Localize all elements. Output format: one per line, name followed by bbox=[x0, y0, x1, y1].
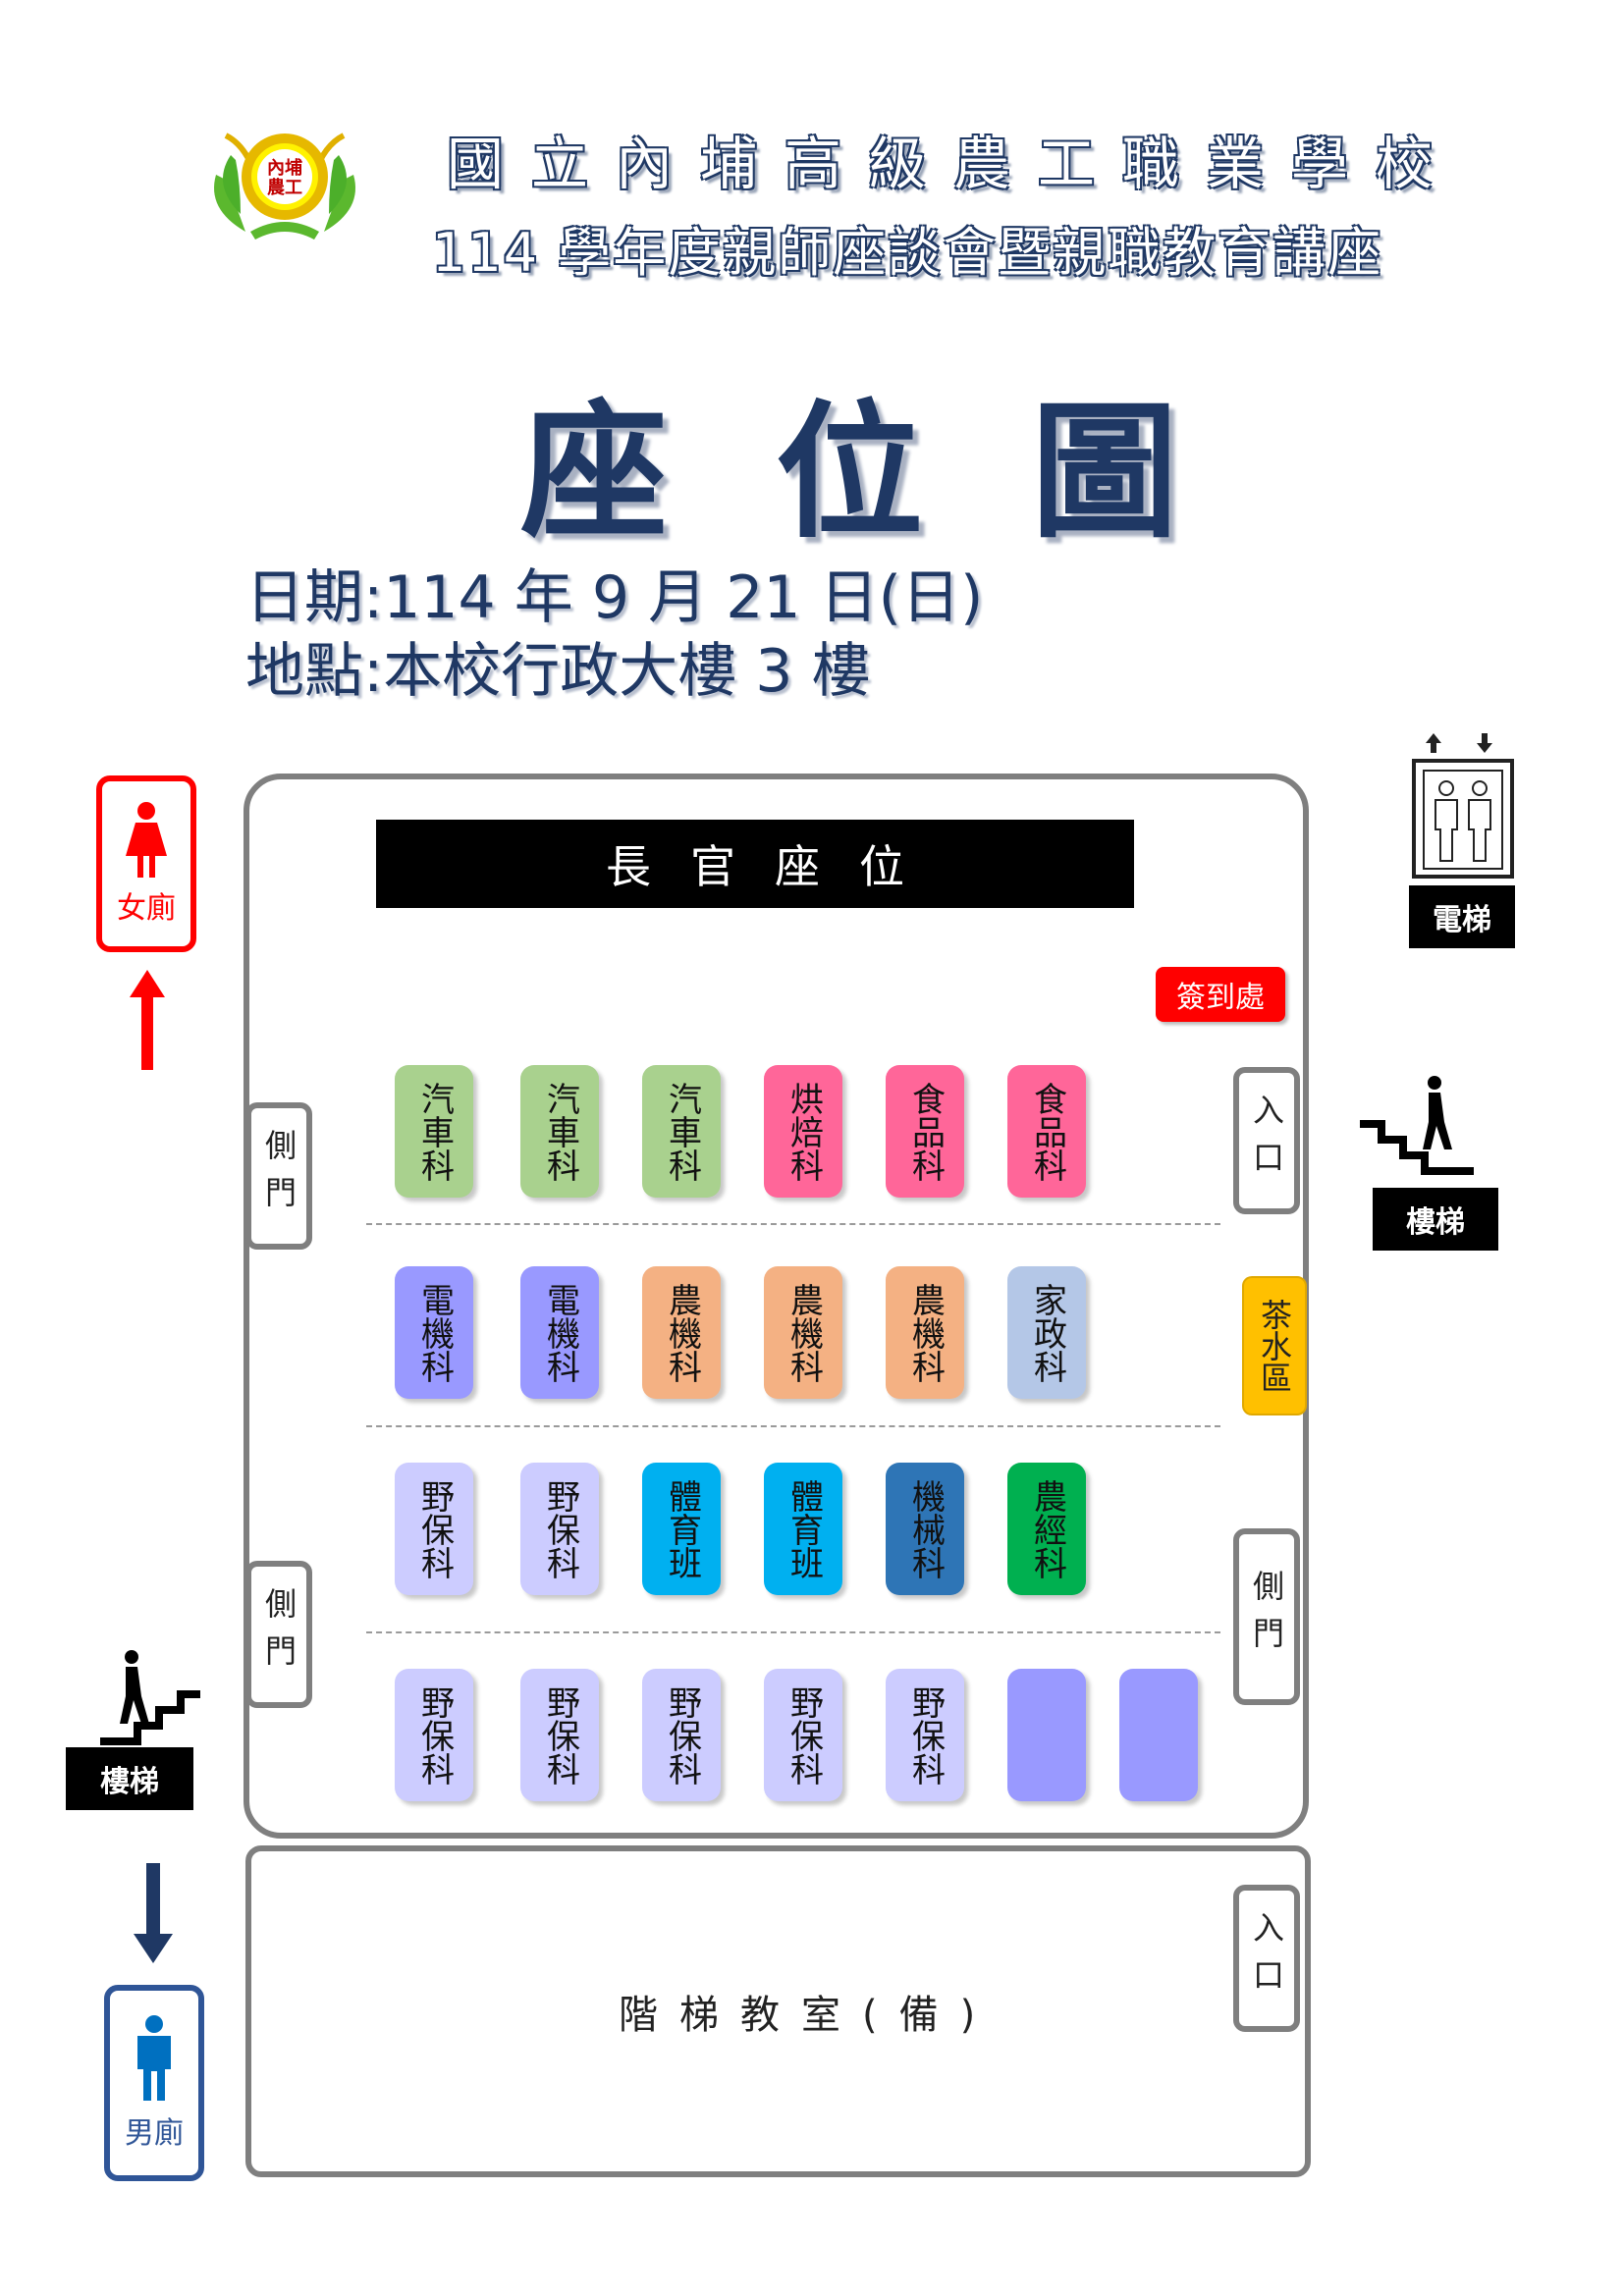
school-logo: 內埔農工 bbox=[196, 116, 373, 243]
seat: 野保科 bbox=[520, 1463, 599, 1595]
seat: 野保科 bbox=[520, 1669, 599, 1801]
tea-area: 茶水區 bbox=[1242, 1276, 1307, 1415]
seat-label: 汽車科 bbox=[540, 1081, 580, 1182]
vip-seating: 長官座位 bbox=[376, 820, 1134, 908]
side-door-label: 側門 bbox=[260, 1129, 298, 1223]
entrance-label: 入口 bbox=[1248, 1911, 1285, 2005]
seat-label: 農經科 bbox=[1027, 1478, 1067, 1579]
seat: 野保科 bbox=[395, 1463, 473, 1595]
women-restroom: 女廁 bbox=[96, 775, 196, 952]
women-restroom-label: 女廁 bbox=[117, 891, 176, 926]
seat-label: 體育班 bbox=[784, 1478, 824, 1579]
seat-label: 野保科 bbox=[540, 1478, 580, 1579]
seat: 汽車科 bbox=[395, 1065, 473, 1198]
stairs-icon bbox=[100, 1650, 200, 1745]
seat: 野保科 bbox=[395, 1669, 473, 1801]
seat: 野保科 bbox=[886, 1669, 964, 1801]
seat-label: 野保科 bbox=[662, 1684, 702, 1786]
tea-area-label: 茶水區 bbox=[1256, 1299, 1293, 1393]
event-date: 日期:114 年 9 月 21 日(日) bbox=[245, 563, 984, 632]
seat: 汽車科 bbox=[642, 1065, 721, 1198]
seat-label: 野保科 bbox=[540, 1684, 580, 1786]
arrow-up-icon bbox=[130, 970, 165, 1070]
lecture-entrance: 入口 bbox=[1233, 1885, 1300, 2032]
seat: 農經科 bbox=[1007, 1463, 1086, 1595]
seat-label: 野保科 bbox=[784, 1684, 824, 1786]
seat-label: 汽車科 bbox=[662, 1081, 702, 1182]
seat-label: 電機科 bbox=[540, 1282, 580, 1383]
side-door-right: 側門 bbox=[1233, 1528, 1300, 1705]
arrow-down-icon bbox=[134, 1863, 173, 1963]
seat-label: 農機科 bbox=[905, 1282, 946, 1383]
seat: 家政科 bbox=[1007, 1266, 1086, 1399]
seat-label: 家政科 bbox=[1027, 1282, 1067, 1383]
seat: 烘焙科 bbox=[764, 1065, 842, 1198]
seat: 農機科 bbox=[764, 1266, 842, 1399]
elevator-label: 電梯 bbox=[1409, 885, 1515, 948]
men-restroom: 男廁 bbox=[104, 1985, 204, 2181]
lecture-room bbox=[245, 1845, 1311, 2177]
seat-label: 食品科 bbox=[1027, 1081, 1067, 1182]
seat-label: 烘焙科 bbox=[784, 1081, 824, 1182]
seat-label: 野保科 bbox=[414, 1684, 455, 1786]
seat-label: 體育班 bbox=[662, 1478, 702, 1579]
seat-label: 農機科 bbox=[784, 1282, 824, 1383]
entrance-label: 入口 bbox=[1248, 1094, 1285, 1188]
seat: 體育班 bbox=[642, 1463, 721, 1595]
page-heading: 座位圖 bbox=[520, 388, 1287, 559]
seat: 電機科 bbox=[395, 1266, 473, 1399]
seat: 食品科 bbox=[886, 1065, 964, 1198]
men-restroom-label: 男廁 bbox=[125, 2116, 184, 2151]
row-divider bbox=[366, 1223, 1220, 1225]
seat: 機械科 bbox=[886, 1463, 964, 1595]
row-divider bbox=[366, 1425, 1220, 1427]
woman-icon bbox=[126, 802, 167, 878]
seat: 汽車科 bbox=[520, 1065, 599, 1198]
elevator-icon bbox=[1412, 731, 1514, 879]
stairs-label-right: 樓梯 bbox=[1373, 1188, 1498, 1251]
seat: 電機科 bbox=[520, 1266, 599, 1399]
seat-label: 食品科 bbox=[905, 1081, 946, 1182]
seat bbox=[1119, 1669, 1198, 1801]
stairs-icon bbox=[1360, 1076, 1474, 1175]
seat bbox=[1007, 1669, 1086, 1801]
side-door-label: 側門 bbox=[1248, 1570, 1285, 1664]
seat-label: 電機科 bbox=[414, 1282, 455, 1383]
event-title: 114 學年度親師座談會暨親職教育講座 bbox=[432, 222, 1383, 284]
seat-label: 機械科 bbox=[905, 1478, 946, 1579]
logo-text: 內埔農工 bbox=[267, 158, 302, 198]
signin-desk: 簽到處 bbox=[1156, 967, 1285, 1022]
side-door-label: 側門 bbox=[260, 1587, 298, 1682]
school-name: 國立內埔高級農工職業學校 bbox=[447, 131, 1461, 197]
seat-label: 野保科 bbox=[414, 1478, 455, 1579]
seat-label: 野保科 bbox=[905, 1684, 946, 1786]
event-location: 地點:本校行政大樓 3 樓 bbox=[245, 637, 871, 706]
side-door-left-lower: 側門 bbox=[245, 1561, 312, 1708]
seat-label: 汽車科 bbox=[414, 1081, 455, 1182]
seat: 食品科 bbox=[1007, 1065, 1086, 1198]
seat: 野保科 bbox=[642, 1669, 721, 1801]
side-door-left-upper: 側門 bbox=[245, 1102, 312, 1250]
seat: 體育班 bbox=[764, 1463, 842, 1595]
stairs-label-left: 樓梯 bbox=[66, 1747, 193, 1810]
seat: 農機科 bbox=[886, 1266, 964, 1399]
seat: 農機科 bbox=[642, 1266, 721, 1399]
row-divider bbox=[366, 1631, 1220, 1633]
man-icon bbox=[137, 2015, 171, 2101]
lecture-room-label: 階梯教室(備) bbox=[619, 1993, 998, 2038]
seat-label: 農機科 bbox=[662, 1282, 702, 1383]
entrance-right: 入口 bbox=[1233, 1067, 1300, 1214]
seat: 野保科 bbox=[764, 1669, 842, 1801]
